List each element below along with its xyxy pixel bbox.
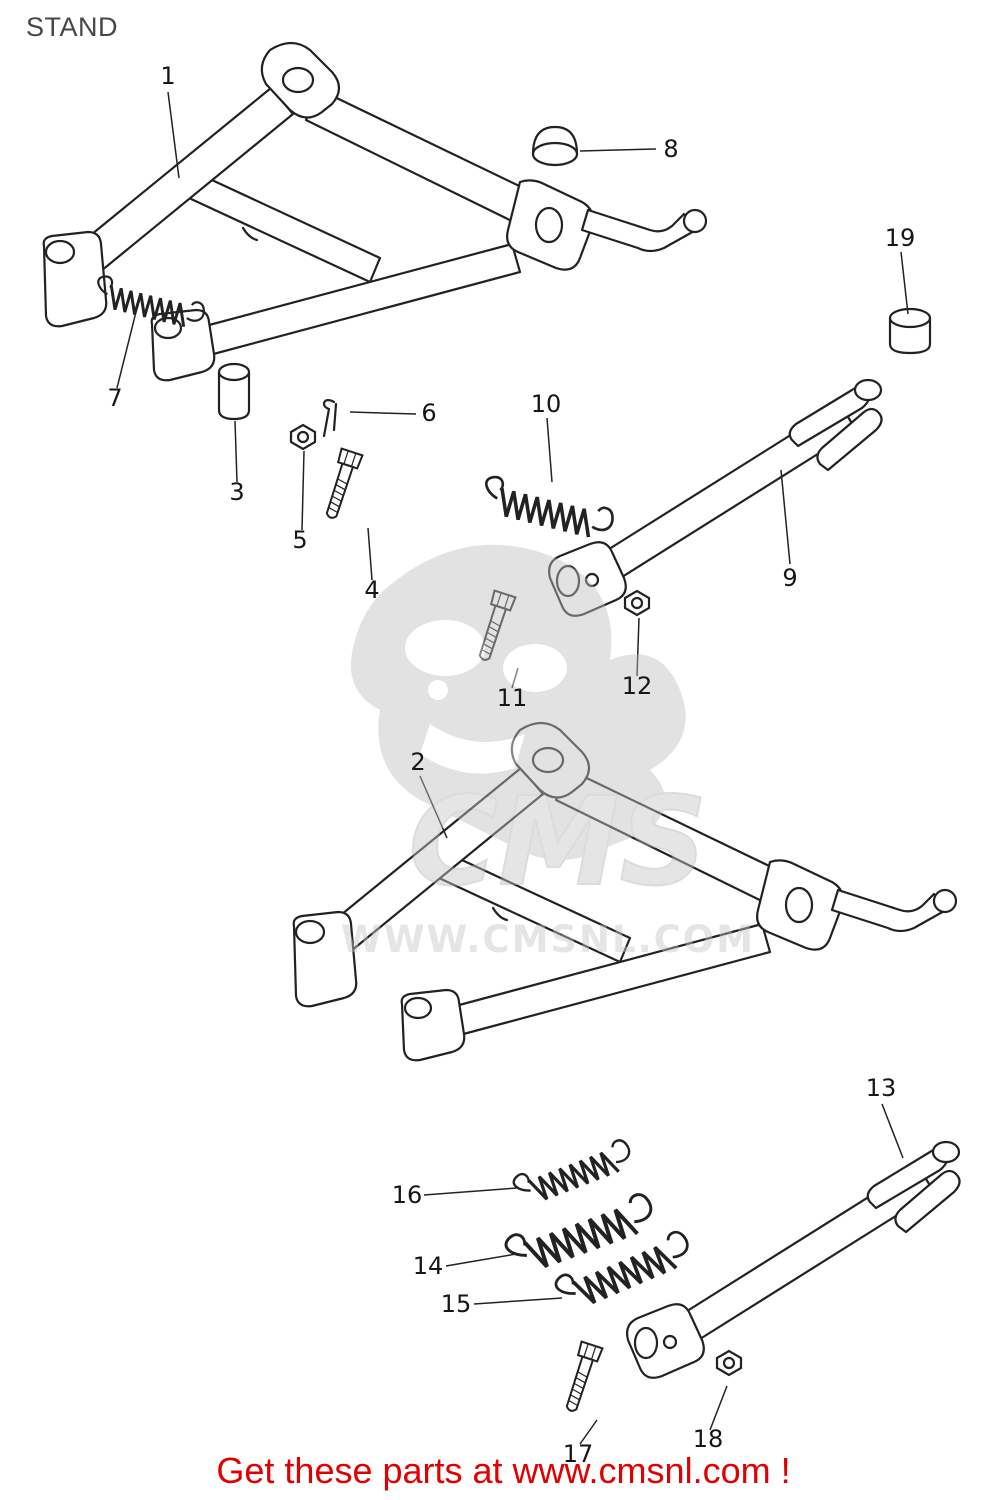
center-stand-1 bbox=[42, 41, 708, 382]
part-labels: 1 2 3 4 5 6 7 8 9 10 11 12 13 14 15 16 1… bbox=[107, 62, 915, 1468]
spring-10 bbox=[477, 473, 618, 544]
prop-stand-9 bbox=[548, 378, 883, 617]
diagram-artwork bbox=[42, 41, 961, 1416]
nut-5 bbox=[289, 423, 317, 451]
nut-18 bbox=[715, 1349, 743, 1377]
part-label-1: 1 bbox=[160, 62, 175, 90]
watermark-emblem-details bbox=[405, 620, 567, 774]
leader-lines bbox=[116, 91, 909, 1445]
part-label-13: 13 bbox=[866, 1074, 897, 1102]
part-label-3: 3 bbox=[229, 478, 244, 506]
part-label-10: 10 bbox=[531, 390, 562, 418]
part-label-2: 2 bbox=[410, 748, 425, 776]
part-label-19: 19 bbox=[885, 224, 916, 252]
prop-stand-13 bbox=[626, 1140, 961, 1379]
watermark-emblem bbox=[350, 544, 686, 860]
part-label-18: 18 bbox=[693, 1425, 724, 1453]
part-label-7: 7 bbox=[107, 384, 122, 412]
rubber-cushion-19 bbox=[888, 307, 932, 355]
cotter-pin-6 bbox=[322, 399, 338, 438]
part-label-5: 5 bbox=[292, 526, 307, 554]
watermark-url-text: WWW.CMSNL.COM bbox=[341, 918, 755, 961]
part-label-12: 12 bbox=[622, 672, 653, 700]
bolt-4 bbox=[319, 447, 364, 523]
part-label-11: 11 bbox=[497, 684, 528, 712]
footer-promo-link[interactable]: Get these parts at www.cmsnl.com ! bbox=[216, 1450, 791, 1491]
part-label-4: 4 bbox=[364, 576, 379, 604]
nut-12 bbox=[623, 589, 651, 617]
part-label-17: 17 bbox=[563, 1440, 594, 1468]
page-title: STAND bbox=[26, 12, 119, 42]
collar-3 bbox=[217, 362, 251, 421]
rubber-cushion-8 bbox=[531, 125, 579, 167]
part-label-8: 8 bbox=[663, 135, 678, 163]
part-label-15: 15 bbox=[441, 1290, 472, 1318]
bolt-17 bbox=[559, 1340, 604, 1416]
part-label-16: 16 bbox=[392, 1181, 423, 1209]
part-label-9: 9 bbox=[782, 564, 797, 592]
watermark-brand-text: CMS bbox=[409, 771, 708, 913]
part-label-14: 14 bbox=[413, 1252, 444, 1280]
watermark: CMS WWW.CMSNL.COM bbox=[341, 544, 755, 961]
spring-16 bbox=[510, 1133, 637, 1210]
part-label-6: 6 bbox=[421, 399, 436, 427]
